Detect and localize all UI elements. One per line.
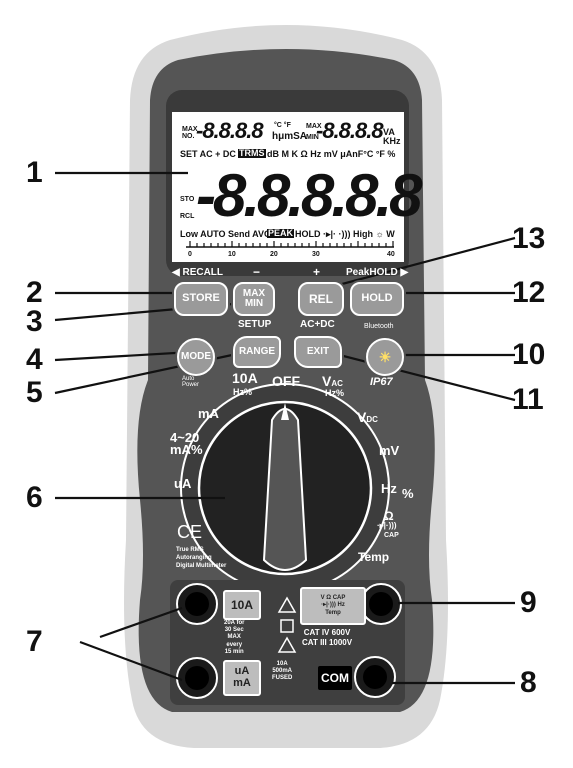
callout-2: 2 <box>26 276 43 309</box>
bar-scale-ticks <box>189 241 394 247</box>
callout-5: 5 <box>26 376 43 409</box>
warning-icon-2 <box>277 636 297 653</box>
callout-9: 9 <box>520 586 537 619</box>
lcd-row2-left: SET AC + DC <box>180 149 236 159</box>
lcd-row3-right: HOLD ·▸|· ·))) High ☼ W <box>295 229 395 239</box>
lcd-max-no: MAX NO. <box>182 126 198 140</box>
jack-com <box>354 656 396 698</box>
com-label: COM <box>318 666 352 690</box>
lcd-sub-display-2: -8.8.8.8 <box>316 118 384 143</box>
dial-ma: mA <box>198 406 219 421</box>
lcd-scale-30: 30 <box>312 251 320 258</box>
callout-6: 6 <box>26 481 43 514</box>
lcd-temp-units: °C °F <box>274 122 291 129</box>
jack-10a-note: 20A for 30 Sec MAX every 15 min <box>224 620 245 655</box>
dial-mv: mV <box>379 443 400 458</box>
cat-rating: CAT IV 600V CAT III 1000V <box>302 628 353 648</box>
lcd-main-display: -8.8.8.8.8 <box>196 162 423 229</box>
rel-button[interactable]: REL <box>298 282 344 316</box>
dial-temp: Temp <box>358 550 390 564</box>
v-ohm-jack-label: V Ω CAP ·▸|·))) Hz Temp <box>300 587 366 625</box>
callout-10: 10 <box>512 338 546 371</box>
callout-4: 4 <box>26 343 43 376</box>
callout-13: 13 <box>512 222 546 255</box>
dial-vdc: VDC <box>357 409 378 425</box>
dial-cap: CAP <box>384 532 399 539</box>
dial-hz: Hz <box>381 481 397 496</box>
dial-10a: 10A <box>232 370 258 386</box>
jack-10a <box>176 583 218 625</box>
recall-label: ◀ RECALL <box>172 267 224 278</box>
dial-diode-icon: ·▸|·))) <box>377 521 397 530</box>
acdc-label: AC+DC <box>300 319 335 330</box>
dial-4-20ma: 4~20 mA% <box>170 430 203 458</box>
bluetooth-label: Bluetooth <box>364 323 394 330</box>
dial-10a-hz: Hz% <box>233 387 253 397</box>
peakhold-label: PeakHOLD ▶ <box>346 267 409 278</box>
callout-3: 3 <box>26 305 43 338</box>
callout-7: 7 <box>26 625 43 658</box>
lcd-units-1: hμmSA <box>272 131 308 142</box>
store-button[interactable]: STORE <box>174 282 228 316</box>
exit-button[interactable]: EXIT <box>294 336 342 368</box>
warning-icon <box>277 596 297 613</box>
lcd-row2-right: dB M K Ω Hz mV μAnF°C °F % <box>267 149 396 159</box>
lightbulb-icon: ☀ <box>378 348 392 365</box>
fused-label: 10A 500mA FUSED <box>272 661 293 682</box>
mode-button[interactable]: MODE <box>177 338 215 376</box>
dial-pointer <box>281 403 289 420</box>
lcd-scale-40: 40 <box>387 251 395 258</box>
range-button[interactable]: RANGE <box>233 336 281 368</box>
setup-label: SETUP <box>238 319 272 330</box>
double-insulation-icon <box>280 619 294 633</box>
dial-vac: VAC <box>322 373 343 389</box>
plus-label: + <box>313 265 321 279</box>
callout-11: 11 <box>512 383 544 416</box>
callout-1: 1 <box>26 156 43 189</box>
dial-knob <box>262 408 308 571</box>
dial-ohm: Ω <box>384 509 394 523</box>
lcd-peak-badge: PEAK <box>267 228 295 238</box>
lcd-scale-0: 0 <box>188 251 192 258</box>
hold-button[interactable]: HOLD <box>350 282 404 316</box>
lcd-max-min: MAX MIN <box>306 123 322 141</box>
lcd-rcl: RCL <box>180 213 195 220</box>
backlight-button[interactable]: ☀ <box>366 338 404 376</box>
auto-power-label: Auto Power <box>182 376 200 388</box>
lcd-scale-10: 10 <box>228 251 236 258</box>
jack-ua-ma-label: uA mA <box>223 660 261 696</box>
product-description: True RMS Autoranging Digital Multimeter <box>176 547 227 570</box>
jack-v-ohm <box>360 583 402 625</box>
jack-ua-ma <box>176 657 218 699</box>
minus-label: − <box>253 265 261 279</box>
callout-12: 12 <box>512 276 546 309</box>
lcd-sto: STO <box>180 196 195 203</box>
lcd-row3-left: Low AUTO Send AVG <box>180 229 272 239</box>
jack-10a-label: 10A <box>223 590 261 620</box>
lcd-units-2: VA KHz <box>383 127 401 146</box>
max-min-button[interactable]: MAX MIN <box>233 282 275 316</box>
ce-mark: CE <box>177 522 203 542</box>
lcd-sub-display-1: -8.8.8.8 <box>196 118 264 143</box>
callout-8: 8 <box>520 666 537 699</box>
lcd-trms-badge: TRMS <box>238 148 266 158</box>
dial-vac-hz: Hz% <box>325 388 345 398</box>
dial-pct: % <box>402 486 414 501</box>
ip67-label: IP67 <box>370 376 393 388</box>
lcd-scale-20: 20 <box>270 251 278 258</box>
dial-ua: uA <box>174 476 192 491</box>
dial-off: OFF <box>272 373 300 389</box>
